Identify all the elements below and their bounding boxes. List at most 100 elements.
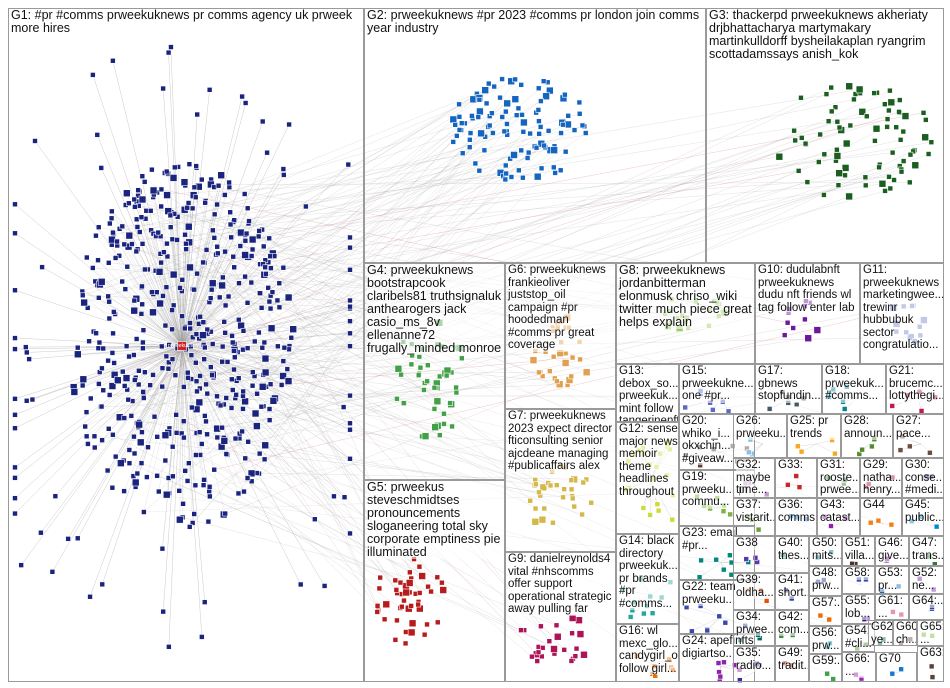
group-label: G59:... xyxy=(812,655,841,668)
group-label: G53: pr... xyxy=(878,567,908,592)
group-panel-g9: G9: danielreynolds4 vital #nhscomms offe… xyxy=(505,552,616,682)
group-label: G56: prw... xyxy=(812,627,841,652)
group-label: G30: conse... #medi... xyxy=(905,459,943,497)
group-label: G26: prweeku... xyxy=(736,415,786,440)
group-label: G65: ... xyxy=(920,621,943,646)
group-panel-g34: G34: prwee... xyxy=(733,610,775,646)
group-label: G64:... xyxy=(912,595,943,608)
group-label: G16: wl mexc_glo... candygirl_o... follo… xyxy=(619,625,678,675)
group-label: G55: lob... xyxy=(845,595,874,620)
group-label: G49: tradit... xyxy=(778,647,808,672)
group-label: G10: dudulabnft prweekuknews dudu nft fr… xyxy=(758,264,859,314)
group-label: G63:... xyxy=(920,647,943,660)
group-panel-g21: G21: brucemc... lottythegi... xyxy=(886,364,944,414)
group-label: G9: danielreynolds4 vital #nhscomms offe… xyxy=(508,553,615,616)
group-panel-g53: G53: pr... xyxy=(875,566,909,594)
group-panel-g58: G58: xyxy=(842,566,875,594)
group-label: G50: mits... xyxy=(812,537,841,562)
group-panel-g61: G61: ... xyxy=(875,594,909,620)
group-panel-g10: G10: dudulabnft prweekuknews dudu nft fr… xyxy=(755,263,860,364)
group-panel-g49: G49: tradit... xyxy=(775,646,809,682)
group-panel-g15: G15: prweekukne... one #pr... xyxy=(679,364,755,414)
group-panel-g40: G40: thes... xyxy=(775,536,809,573)
group-label: G35: radio... xyxy=(736,647,774,672)
group-panel-g12: G12: sense major news memoir theme headl… xyxy=(616,422,679,534)
group-label: G62: ye... xyxy=(871,621,892,646)
group-panel-g11: G11: prweekuknews marketingwee... trewin… xyxy=(860,263,944,364)
group-panel-g56: G56: prw... xyxy=(809,626,842,654)
group-panel-g45: G45: public... xyxy=(902,498,944,536)
group-panel-g5: G5: prweekus steveschmidtses pronounceme… xyxy=(364,480,505,682)
group-panel-g28: G28: announ... xyxy=(841,414,893,458)
group-panel-g37: G37: vistarit... xyxy=(733,498,775,536)
group-panel-g57: G57:... xyxy=(809,596,842,626)
group-label: G39: oldha... xyxy=(736,574,774,599)
group-panel-g59: G59:... xyxy=(809,654,842,682)
group-label: G21: brucemc... lottythegi... xyxy=(889,365,943,403)
group-label: G38 xyxy=(736,537,774,550)
group-panel-g29: G29: natha... henry... xyxy=(860,458,902,498)
group-panel-g16: G16: wl mexc_glo... candygirl_o... follo… xyxy=(616,624,679,682)
group-panel-g41: G41: short... xyxy=(775,573,809,610)
group-panel-g66: G66: ... xyxy=(842,652,876,682)
group-label: G32: maybe time... xyxy=(736,459,774,497)
group-label: G34: prwee... xyxy=(736,611,774,636)
group-panel-g8: G8: prweekuknews jordanbitterman elonmus… xyxy=(616,263,755,364)
group-label: G13: debox_so... prweekuk... mint follow… xyxy=(619,365,678,422)
group-label: G33: xyxy=(778,459,816,472)
group-label: G41: short... xyxy=(778,574,808,599)
group-panel-g46: G46: give... xyxy=(875,536,909,566)
group-panel-g47: G47: trans... xyxy=(909,536,944,566)
group-panel-g63: G63:... xyxy=(917,646,944,682)
group-label: G51: villa... xyxy=(845,537,874,562)
group-panel-g25: G25: pr trends xyxy=(787,414,841,458)
group-label: G11: prweekuknews marketingwee... trewin… xyxy=(863,264,943,352)
group-label: G48: prw... xyxy=(812,567,841,592)
group-panel-g33: G33: xyxy=(775,458,817,498)
group-panel-g6: G6: prweekuknews frankieoliver juststop_… xyxy=(505,263,616,409)
group-panel-g30: G30: conse... #medi... xyxy=(902,458,944,498)
group-label: G25: pr trends xyxy=(790,415,840,440)
group-panel-g39: G39: oldha... xyxy=(733,573,775,610)
group-label: G14: black directory prweekuk... pr bran… xyxy=(619,535,678,610)
group-label: G44 xyxy=(863,499,901,512)
group-label: G15: prweekukne... one #pr... xyxy=(682,365,754,403)
group-panel-g14: G14: black directory prweekuk... pr bran… xyxy=(616,534,679,624)
group-label: G66: ... xyxy=(845,653,875,678)
group-panel-g44: G44 xyxy=(860,498,902,536)
group-label: G58: xyxy=(845,567,874,580)
group-panel-g17: G17: gbnews stopfundin... xyxy=(755,364,822,414)
group-panel-g13: G13: debox_so... prweekuk... mint follow… xyxy=(616,364,679,422)
group-panel-g50: G50: mits... xyxy=(809,536,842,566)
group-label: G46: give... xyxy=(878,537,908,562)
group-label: G6: prweekuknews frankieoliver juststop_… xyxy=(508,264,615,352)
group-label: G12: sense major news memoir theme headl… xyxy=(619,423,678,498)
group-label: G42: com... xyxy=(778,611,808,636)
group-label: G43: catast... xyxy=(820,499,859,524)
group-panel-g32: G32: maybe time... xyxy=(733,458,775,498)
group-panel-g31: G31: rooste... prwee... xyxy=(817,458,860,498)
group-label: G61: ... xyxy=(878,595,908,620)
group-label: G47: trans... xyxy=(912,537,943,562)
group-panel-g2: G2: prweekuknews #pr 2023 #comms pr lond… xyxy=(364,8,706,263)
group-label: G70 xyxy=(879,653,916,666)
group-panel-g52: G52: ne... xyxy=(909,566,944,594)
group-label: G3: thackerpd prweekuknews akheriaty drj… xyxy=(709,9,943,61)
group-label: G60: ch... xyxy=(896,621,916,646)
group-label: G17: gbnews stopfundin... xyxy=(758,365,821,403)
group-panel-g65: G65: ... xyxy=(917,620,944,646)
group-label: G31: rooste... prwee... xyxy=(820,459,859,497)
group-panel-g7: G7: prweekuknews 2023 expect director ft… xyxy=(505,409,616,552)
group-panel-g36: G36: comms... xyxy=(775,498,817,536)
group-panel-g1: G1: #pr #comms prweekuknews pr comms age… xyxy=(8,8,364,682)
group-panel-g60: G60: ch... xyxy=(893,620,917,646)
group-panel-g35: G35: radio... xyxy=(733,646,775,682)
group-panel-g4: G4: prweekuknews bootstrapcook claribels… xyxy=(364,263,505,480)
group-label: G37: vistarit... xyxy=(736,499,774,524)
group-panel-g42: G42: com... xyxy=(775,610,809,646)
group-label: G28: announ... xyxy=(844,415,892,440)
group-panel-g64: G64:... xyxy=(909,594,944,620)
group-label: G18: prweekuk... #comms... xyxy=(825,365,885,403)
group-label: G52: ne... xyxy=(912,567,943,592)
group-panel-g26: G26: prweeku... xyxy=(733,414,787,458)
